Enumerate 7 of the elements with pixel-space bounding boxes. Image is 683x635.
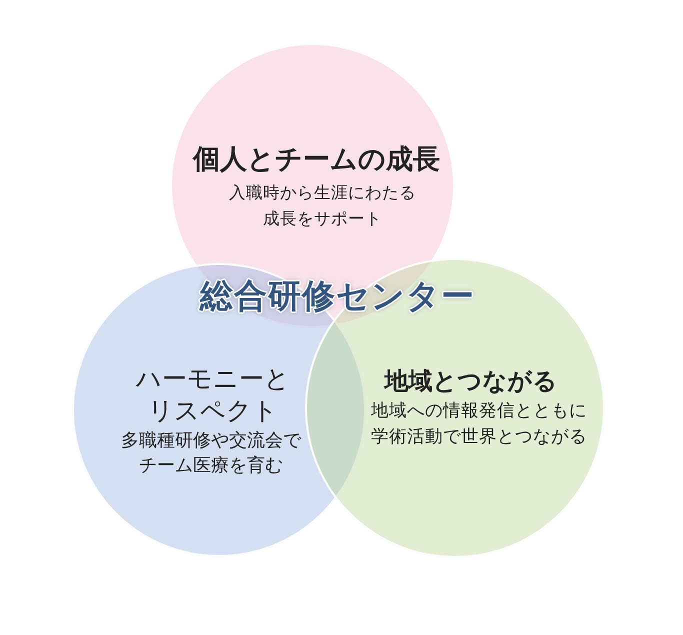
circle-description: 多職種研修や交流会でチーム医療を育む [120,429,302,478]
circle-heading: 地域とつながる [382,366,558,396]
circle-description: 地域への情報発信とともに学術活動で世界とつながる [371,400,587,449]
circle-description: 入職時から生涯にわたる成長をサポート [228,182,417,230]
center-title: 総合研修センター [200,275,475,317]
circle-heading: ハーモニーとリスペクト [134,363,291,427]
circle-heading: 個人とチームの成長 [191,143,441,177]
